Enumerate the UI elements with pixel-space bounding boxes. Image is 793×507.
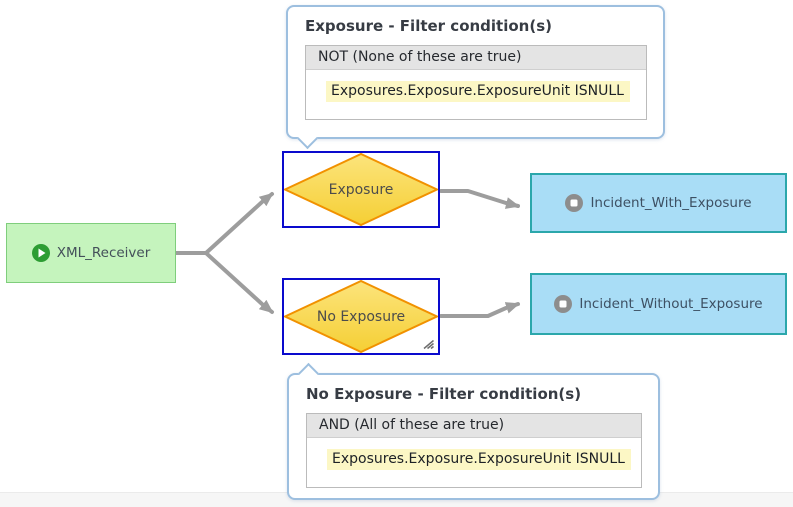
connector-exposure-to-incident[interactable] [439, 189, 520, 209]
filter-condition-box: NOT (None of these are true) Exposures.E… [305, 45, 647, 120]
decision-exposure[interactable]: Exposure [282, 151, 440, 228]
decision-no-exposure[interactable]: No Exposure [282, 278, 440, 355]
filter-operator: NOT (None of these are true) [306, 46, 646, 70]
tooltip-tail [296, 127, 319, 150]
tooltip-title: Exposure - Filter condition(s) [305, 17, 552, 35]
diamond-shape-icon [284, 153, 438, 226]
filter-operator: AND (All of these are true) [307, 414, 641, 438]
decision-no-exposure-label: No Exposure [316, 308, 406, 325]
filter-condition-body: Exposures.Exposure.ExposureUnit ISNULL [307, 438, 641, 487]
connector-start-to-exposure[interactable] [174, 192, 274, 255]
play-icon [31, 244, 50, 262]
filter-condition: Exposures.Exposure.ExposureUnit ISNULL [326, 81, 630, 102]
end-node-label: Incident_With_Exposure [590, 195, 752, 211]
connector-no-exposure-to-incident[interactable] [439, 302, 520, 318]
filter-condition-body: Exposures.Exposure.ExposureUnit ISNULL [306, 70, 646, 119]
node-xml-receiver[interactable]: XML_Receiver [6, 223, 176, 283]
filter-condition-box: AND (All of these are true) Exposures.Ex… [306, 413, 642, 488]
decision-exposure-label: Exposure [328, 181, 394, 198]
connector-start-to-no-exposure[interactable] [174, 251, 274, 314]
node-incident-without-exposure[interactable]: Incident_Without_Exposure [530, 273, 787, 335]
diamond-shape-icon [284, 280, 438, 353]
tooltip-exposure-filter: Exposure - Filter condition(s) NOT (None… [286, 5, 665, 150]
filter-condition: Exposures.Exposure.ExposureUnit ISNULL [327, 449, 631, 470]
tooltip-tail [297, 362, 320, 385]
tooltip-no-exposure-filter: No Exposure - Filter condition(s) AND (A… [287, 362, 660, 500]
end-node-label: Incident_Without_Exposure [579, 296, 763, 312]
stop-icon [565, 194, 584, 212]
resize-grip-icon[interactable] [423, 338, 435, 350]
tooltip-title: No Exposure - Filter condition(s) [306, 385, 582, 403]
node-incident-with-exposure[interactable]: Incident_With_Exposure [530, 173, 787, 233]
stop-icon [554, 295, 573, 313]
start-node-label: XML_Receiver [56, 245, 151, 261]
